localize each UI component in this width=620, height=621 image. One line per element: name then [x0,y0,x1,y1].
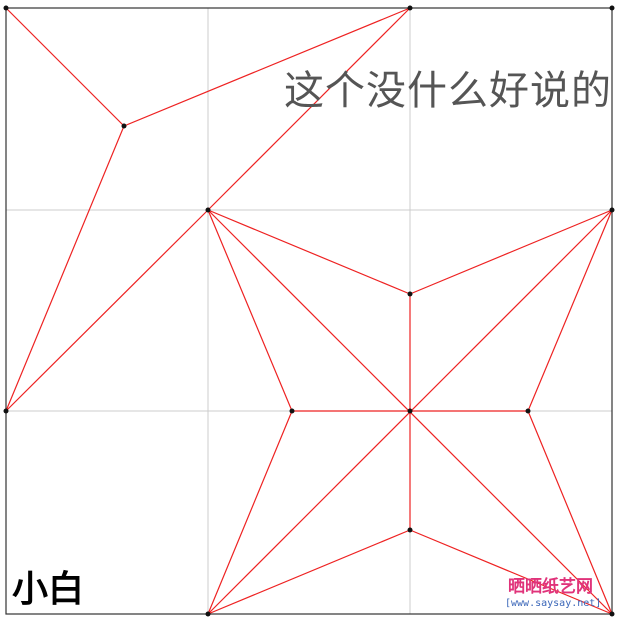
caption-text: 这个没什么好说的 [284,68,612,114]
vertex-point [205,207,211,213]
vertex-point [121,123,127,129]
vertex-point [609,5,615,11]
watermark-url: [www.saysay.net] [505,598,602,609]
fold-line [207,7,411,211]
vertex-point [407,408,413,414]
vertex-point [609,611,615,617]
fold-line [5,209,209,412]
vertex-point [205,611,211,617]
fold-line [5,125,125,412]
fold-line [207,209,411,295]
fold-line [527,410,613,615]
bottom-label: 小白 [12,569,85,610]
paper-border [5,7,613,615]
vertex-point [3,5,9,11]
vertex-point [289,408,295,414]
fold-line [207,529,411,615]
vertex-point [407,5,413,11]
fold-line [123,7,411,127]
fold-line [5,7,125,127]
watermark-brand: 晒晒纸艺网 [508,577,593,597]
fold-line [207,209,293,412]
fold-line [207,410,293,615]
vertex-point [407,527,413,533]
vertex-points [3,5,615,617]
vertex-point [3,408,9,414]
vertex-point [525,408,531,414]
fold-line [409,529,613,615]
vertex-point [407,291,413,297]
vertex-point [609,207,615,213]
fold-line [527,209,613,412]
fold-line [409,209,613,295]
